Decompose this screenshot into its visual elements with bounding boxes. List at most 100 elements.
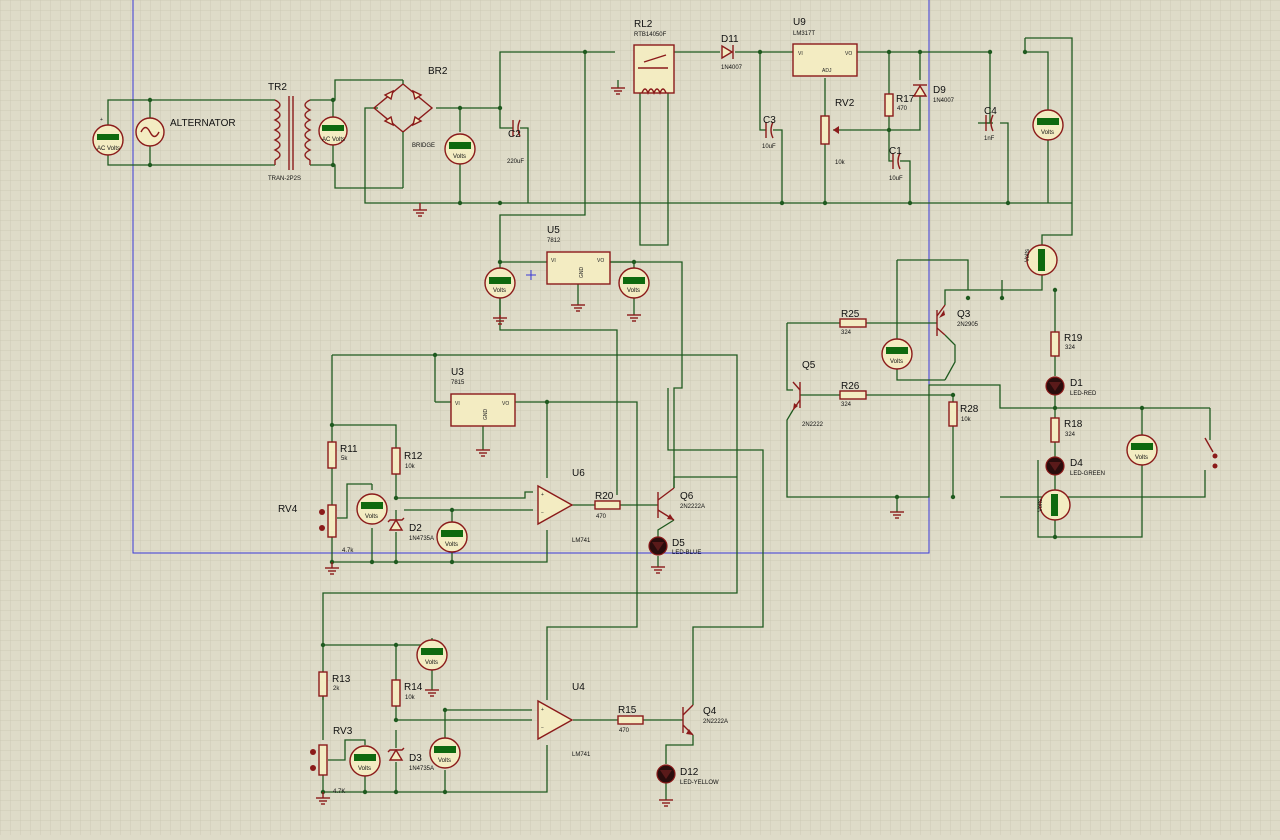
- u4-label: U4: [572, 682, 585, 693]
- resistor-r20[interactable]: R20 470: [594, 491, 621, 520]
- u3-label: U3: [451, 367, 464, 378]
- q3-value: 2N2905: [957, 322, 979, 328]
- transistor-q5[interactable]: Q5 2N2222: [792, 360, 824, 428]
- led-d5[interactable]: D5 LED-BLUE: [648, 536, 701, 556]
- regulator-u5[interactable]: VI VO GND U5 7812: [546, 225, 611, 285]
- resistor-r28[interactable]: R28 10k: [948, 401, 979, 427]
- rv2-label: RV2: [835, 98, 855, 109]
- transistor-q4[interactable]: Q4 2N2222A: [682, 704, 728, 736]
- c1-value: 10uF: [889, 176, 903, 182]
- r14-label: R14: [404, 682, 423, 693]
- transistor-q3[interactable]: Q3 2N2905: [936, 304, 979, 336]
- q5-label: Q5: [802, 360, 816, 371]
- d5-label: D5: [672, 538, 685, 549]
- c1-label: C1: [889, 146, 902, 157]
- resistor-r12[interactable]: R12 10k: [391, 447, 423, 475]
- voltmeter-q3[interactable]: Volts: [881, 338, 913, 370]
- voltmeter-u5-out[interactable]: Volts: [618, 267, 650, 299]
- zener-d3[interactable]: D3 1N4735A: [387, 747, 434, 772]
- r19-value: 324: [1065, 345, 1076, 351]
- voltmeter-d4[interactable]: Volts: [1038, 489, 1071, 521]
- r17-value: 470: [897, 106, 908, 112]
- capacitor-c3[interactable]: C3 10uF: [762, 115, 776, 150]
- c3-label: C3: [763, 115, 776, 126]
- led-d4[interactable]: D4 LED-GREEN: [1045, 456, 1105, 477]
- rl2-value: RTB14050F: [634, 32, 667, 38]
- resistor-r11[interactable]: R11 5k: [327, 441, 358, 469]
- led-d1[interactable]: D1 LED-RED: [1045, 376, 1097, 397]
- voltmeter-right[interactable]: Volts: [1126, 434, 1158, 466]
- u3-value: 7815: [451, 380, 465, 386]
- ac-voltmeter-secondary[interactable]: AC Volts: [318, 116, 348, 146]
- meter-label: Volts: [358, 766, 371, 772]
- regulator-u3[interactable]: VI VO GND U3 7815: [450, 367, 516, 427]
- voltmeter-u4-top[interactable]: Volts: [416, 639, 448, 671]
- voltmeter-output[interactable]: Volts: [1032, 109, 1064, 141]
- zener-d2[interactable]: D2 1N4735A: [387, 517, 434, 542]
- voltmeter-u5-in[interactable]: Volts: [484, 267, 516, 299]
- u6-label: U6: [572, 468, 585, 479]
- voltmeter-rv4[interactable]: Volts: [356, 493, 388, 525]
- led-d12[interactable]: D12 LED-YELLOW: [656, 764, 719, 786]
- tr2-value: TRAN-2P2S: [268, 176, 301, 182]
- regulator-u9[interactable]: VI VO ADJ U9 LM317T: [792, 17, 858, 77]
- potentiometer-rv2[interactable]: RV2 10k: [820, 98, 855, 166]
- resistor-r15[interactable]: R15 470: [617, 705, 644, 734]
- voltmeter-bridge[interactable]: Volts: [444, 133, 476, 165]
- resistor-r19[interactable]: R19 324: [1050, 331, 1083, 357]
- r13-value: 2k: [333, 686, 340, 692]
- capacitor-c4[interactable]: C4 1nF: [984, 106, 997, 142]
- voltmeter-q3-top[interactable]: Volts: [1025, 244, 1058, 276]
- r12-label: R12: [404, 451, 423, 462]
- relay-rl2[interactable]: RL2 RTB14050F: [633, 19, 675, 95]
- r15-value: 470: [619, 728, 630, 734]
- resistor-r26[interactable]: R26 324: [839, 381, 867, 408]
- voltmeter-rv3[interactable]: Volts: [349, 745, 381, 777]
- opamp-u6[interactable]: +− U6 LM741: [537, 468, 591, 544]
- meter-label: Volts: [493, 288, 506, 294]
- bridge-rectifier-br2[interactable]: BR2 BRIDGE: [372, 66, 448, 188]
- probe-marker[interactable]: [526, 270, 536, 280]
- opamp-u4[interactable]: +− U4 LM741: [537, 682, 591, 758]
- resistor-r13[interactable]: R13 2k: [318, 671, 351, 697]
- meter-label: Volts: [1025, 249, 1031, 262]
- resistor-r17[interactable]: R17 470: [884, 93, 915, 117]
- ac-voltmeter-input[interactable]: AC Volts +: [92, 117, 124, 156]
- meter-label: Volts: [425, 660, 438, 666]
- bridge-label: BRIDGE: [412, 143, 435, 149]
- resistor-r14[interactable]: R14 10k: [391, 679, 423, 707]
- q4-label: Q4: [703, 706, 717, 717]
- capacitor-c2[interactable]: C2 220uF: [507, 119, 524, 165]
- r18-label: R18: [1064, 419, 1083, 430]
- transformer-tr2[interactable]: TR2 TRAN-2P2S: [268, 82, 312, 182]
- transistor-q6[interactable]: Q6 2N2222A: [657, 487, 705, 521]
- d5-value: LED-BLUE: [672, 550, 701, 556]
- r11-value: 5k: [341, 456, 348, 462]
- c4-label: C4: [984, 106, 997, 117]
- capacitor-c1[interactable]: C1 10uF: [889, 146, 903, 182]
- resistor-r25[interactable]: R25 324: [839, 309, 867, 336]
- resistor-r18[interactable]: R18 324: [1050, 417, 1083, 443]
- q3-label: Q3: [957, 309, 971, 320]
- voltmeter-d3[interactable]: Volts: [429, 737, 461, 769]
- r25-label: R25: [841, 309, 860, 320]
- potentiometer-rv3[interactable]: RV3 4.7K: [310, 726, 353, 795]
- d11-value: 1N4007: [721, 65, 743, 71]
- d12-label: D12: [680, 767, 699, 778]
- r28-value: 10k: [961, 417, 972, 423]
- voltmeter-d2[interactable]: Volts: [436, 521, 468, 553]
- diode-d11[interactable]: D11 1N4007: [721, 34, 743, 71]
- d12-value: LED-YELLOW: [680, 780, 719, 786]
- d4-label: D4: [1070, 458, 1083, 469]
- rv3-label: RV3: [333, 726, 353, 737]
- meter-label: Volts: [365, 514, 378, 520]
- pin-gnd: GND: [483, 409, 489, 421]
- potentiometer-rv4[interactable]: RV4 4.7k: [278, 504, 354, 554]
- svg-text:+: +: [541, 707, 544, 713]
- meter-label: Volts: [1038, 499, 1044, 512]
- c3-value: 10uF: [762, 144, 776, 150]
- switch-icon[interactable]: [1204, 437, 1218, 469]
- diode-d9[interactable]: D9 1N4007: [912, 84, 955, 104]
- alternator[interactable]: ALTERNATOR: [135, 117, 236, 147]
